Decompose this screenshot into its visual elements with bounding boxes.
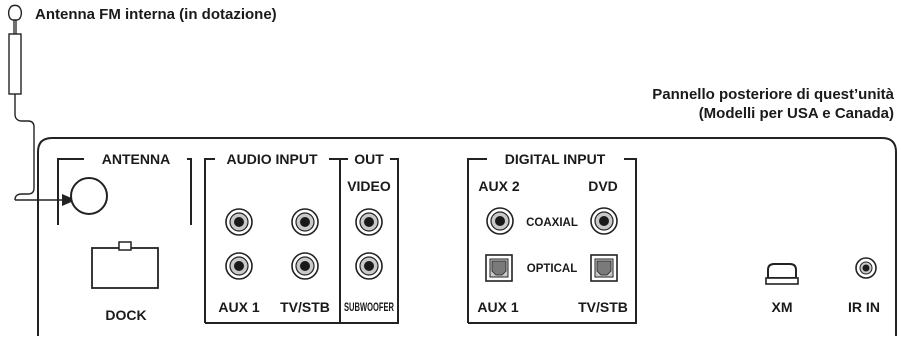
audio-section: AUDIO INPUT OUT VIDEO <box>204 151 399 324</box>
out-section-label: OUT <box>354 151 384 167</box>
panel-caption-line2: (Modelli per USA e Canada) <box>699 105 894 122</box>
antenna-caption: Antenna FM interna (in dotazione) <box>35 6 277 23</box>
dock-port[interactable] <box>91 247 159 289</box>
optical-port[interactable] <box>590 254 618 282</box>
rca-jack[interactable] <box>225 252 253 280</box>
rca-jack[interactable] <box>291 208 319 236</box>
ir-in-label: IR IN <box>848 299 880 315</box>
xm-label: XM <box>772 299 793 315</box>
coaxial-jack[interactable] <box>486 207 514 235</box>
digital-input-section: DIGITAL INPUT AUX 2 DVD COAXIAL OPTICAL … <box>467 151 637 324</box>
xm-port[interactable] <box>767 263 797 279</box>
ir-in-jack[interactable] <box>855 257 877 279</box>
antenna-tip-icon <box>7 4 23 21</box>
aux1-audio-label: AUX 1 <box>218 299 259 315</box>
subwoofer-label: SUBWOOFER <box>344 302 394 314</box>
dock-section: DOCK <box>91 241 159 323</box>
rca-jack[interactable] <box>225 208 253 236</box>
coaxial-jack[interactable] <box>590 207 618 235</box>
antenna-wire-sleeve <box>8 33 22 95</box>
optical-port[interactable] <box>485 254 513 282</box>
xm-section: XM <box>765 263 799 315</box>
ir-in-section: IR IN <box>848 257 880 315</box>
rear-panel-outline <box>37 137 897 336</box>
tvstb-audio-label: TV/STB <box>280 299 330 315</box>
fm-antenna <box>7 4 76 206</box>
aux2-label: AUX 2 <box>478 178 519 194</box>
antenna-jack[interactable] <box>70 177 108 215</box>
rca-jack[interactable] <box>355 208 383 236</box>
video-label: VIDEO <box>347 178 391 194</box>
aux1-digital-label: AUX 1 <box>477 299 518 315</box>
tvstb-digital-label: TV/STB <box>578 299 628 315</box>
antenna-cable <box>14 94 35 201</box>
rca-jack[interactable] <box>355 252 383 280</box>
digital-input-section-label: DIGITAL INPUT <box>505 151 606 167</box>
optical-label: OPTICAL <box>527 263 577 275</box>
rca-jack[interactable] <box>291 252 319 280</box>
antenna-plug-arrow-icon <box>62 194 76 206</box>
coaxial-label: COAXIAL <box>526 217 578 229</box>
antenna-section-label: ANTENNA <box>102 151 170 167</box>
audio-input-section-label: AUDIO INPUT <box>227 151 318 167</box>
panel-caption-line1: Pannello posteriore di quest’unità <box>652 86 894 103</box>
antenna-section: ANTENNA <box>57 151 192 225</box>
dock-label: DOCK <box>105 307 146 323</box>
dvd-label: DVD <box>588 178 618 194</box>
